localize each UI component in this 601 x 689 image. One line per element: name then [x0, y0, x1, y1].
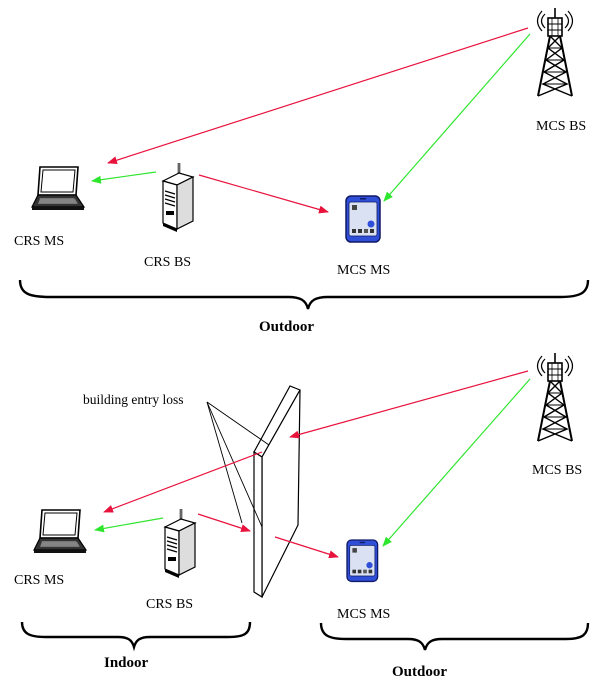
wall-icon — [253, 385, 301, 599]
building-entry-loss-label: building entry loss — [83, 392, 184, 407]
top-outdoor-label: Outdoor — [259, 319, 314, 335]
bottom-interference-arrow-wall-to-crs-ms — [103, 451, 263, 513]
bottom-outdoor-brace — [319, 622, 590, 651]
bottom-scene: building entry loss MCS BS CRS MS CRS BS… — [14, 352, 590, 680]
top-crs-bs-label: CRS BS — [144, 255, 191, 270]
top-scene: MCS BS CRS MS CRS BS MCS MS Outdoor — [14, 7, 590, 335]
bottom-signal-arrow-crs-bs-to-crs-ms — [94, 517, 164, 533]
top-mcs-ms-label: MCS MS — [337, 263, 390, 278]
server-tower-icon — [161, 161, 195, 234]
annotation-pointer-2 — [206, 401, 263, 528]
laptop-icon — [33, 509, 87, 554]
bottom-indoor-brace — [20, 621, 252, 652]
bottom-crs-ms-label: CRS MS — [14, 573, 64, 588]
bottom-outdoor-label: Outdoor — [392, 664, 447, 680]
annotation-pointer-3 — [206, 401, 270, 446]
laptop-icon — [31, 166, 85, 211]
bottom-signal-arrow-bs-to-mcs-ms — [382, 378, 531, 547]
bottom-crs-bs-label: CRS BS — [146, 597, 193, 612]
bottom-interference-arrow-crs-bs-to-wall — [197, 513, 251, 533]
bottom-interference-arrow-wall-to-mcs-ms — [274, 536, 339, 559]
smartphone-icon — [345, 195, 381, 243]
cell-tower-icon — [536, 7, 574, 97]
bottom-mcs-bs-label: MCS BS — [532, 463, 582, 478]
top-crs-ms-label: CRS MS — [14, 234, 64, 249]
top-signal-arrow-crs-bs-to-crs-ms — [91, 171, 157, 184]
top-mcs-bs-label: MCS BS — [536, 119, 586, 134]
indoor-label: Indoor — [104, 655, 149, 671]
top-interference-arrow-crs-bs-to-mcs-ms — [198, 174, 329, 214]
bottom-interference-arrow-bs-to-wall — [289, 370, 529, 439]
top-signal-arrow-bs-to-mcs-ms — [383, 33, 531, 202]
smartphone-icon — [346, 539, 379, 583]
top-outdoor-brace — [18, 279, 590, 310]
annotation-pointer-1 — [206, 401, 243, 524]
top-interference-arrow-bs-to-crs-ms — [107, 27, 529, 165]
bottom-mcs-ms-label: MCS MS — [337, 607, 390, 622]
cell-tower-icon — [536, 352, 574, 442]
server-tower-icon — [163, 507, 197, 580]
